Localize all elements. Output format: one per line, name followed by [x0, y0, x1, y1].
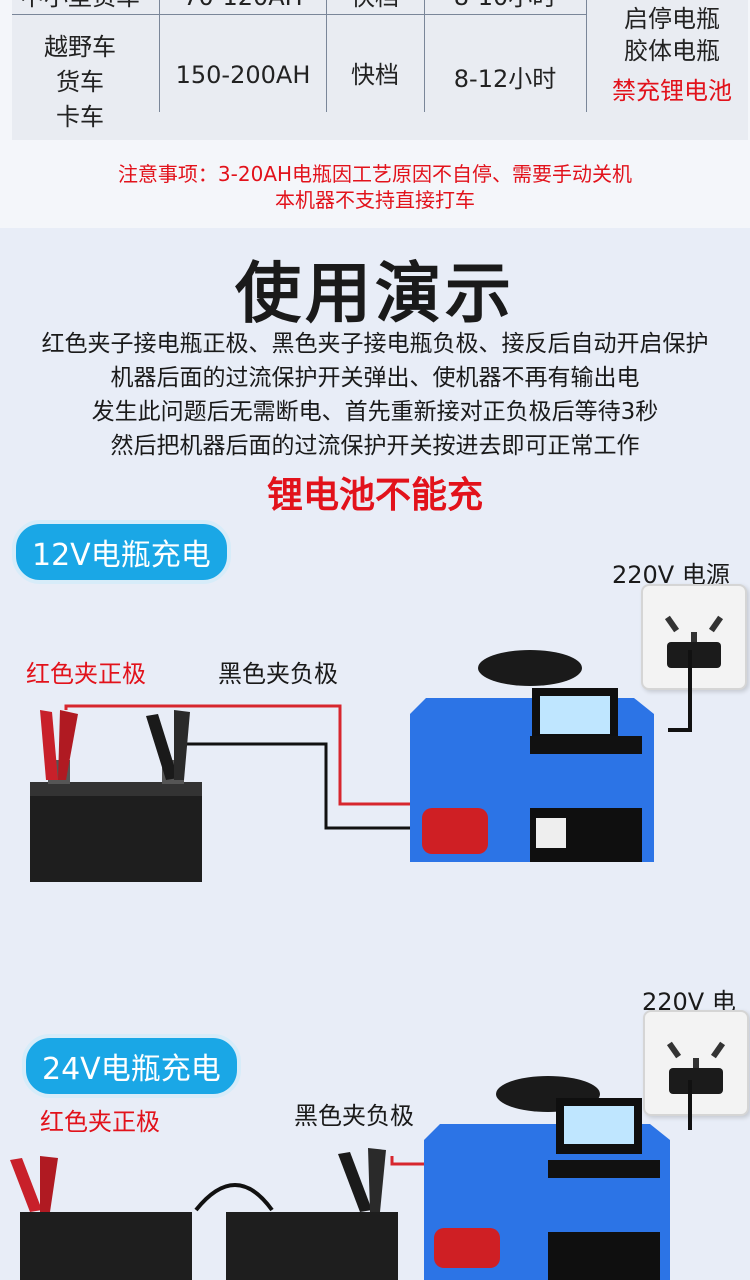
demo-line-3: 发生此问题后无需断电、首先重新接对正负极后等待3秒 [91, 399, 659, 425]
cell-capacity-prev: 70-120AH [160, 0, 326, 13]
cell-mode-main: 快档 [351, 61, 399, 89]
demo-line-1: 红色夹子接电瓶正极、黑色夹子接电瓶负极、接反后自动开启保护 [41, 331, 709, 357]
red-clip-label-2: 红色夹正极 [40, 1108, 160, 1136]
wall-socket-icon [641, 584, 747, 690]
table-divider [159, 0, 160, 112]
cell-time-main: 8-12小时 [453, 65, 557, 93]
tag-24v: 24V电瓶充电 [22, 1034, 241, 1098]
battery-diagram-24v [10, 1076, 692, 1280]
note-line-2: 本机器不支持直接打车 [275, 188, 475, 212]
cell-vehicle-prev: 中小型货车 [0, 0, 160, 13]
cell-vehicle-main: 越野车 货车 卡车 [0, 30, 160, 135]
wall-socket-icon [643, 1010, 749, 1116]
table-divider [586, 0, 587, 112]
table-divider [12, 14, 586, 15]
black-clip-label-2: 黑色夹负极 [294, 1102, 414, 1130]
spec-table [12, 0, 748, 140]
vehicle-lorry: 卡车 [56, 103, 104, 131]
demo-line-2: 机器后面的过流保护开关弹出、使机器不再有输出电 [110, 365, 640, 391]
table-divider [424, 0, 425, 112]
demo-title: 使用演示 [235, 255, 515, 332]
side-battery-2: 胶体电瓶 [624, 37, 720, 65]
vehicle-offroad: 越野车 [44, 33, 116, 61]
side-battery-1: 启停电瓶 [624, 5, 720, 33]
black-clip-label-1: 黑色夹负极 [218, 660, 338, 688]
spec-table-area: 中小型货车 70-120AH 快档 8-10小时 越野车 货车 卡车 150-2… [0, 0, 750, 228]
red-clip-label-1: 红色夹正极 [26, 660, 146, 688]
note-line-1: 注意事项：3-20AH电瓶因工艺原因不自停、需要手动关机 [117, 162, 633, 186]
vehicle-truck: 货车 [56, 68, 104, 96]
demo-line-4: 然后把机器后面的过流保护开关按进去即可正常工作 [110, 433, 640, 459]
battery-diagram-12v [30, 650, 692, 882]
cell-time-prev: 8-10小时 [424, 0, 586, 13]
cell-mode-prev: 快档 [326, 0, 424, 13]
side-no-lithium: 禁充锂电池 [612, 77, 732, 105]
tag-12v: 12V电瓶充电 [12, 520, 231, 584]
cell-capacity-main: 150-200AH [175, 61, 311, 89]
lithium-warning: 锂电池不能充 [266, 475, 483, 516]
table-divider [326, 0, 327, 112]
